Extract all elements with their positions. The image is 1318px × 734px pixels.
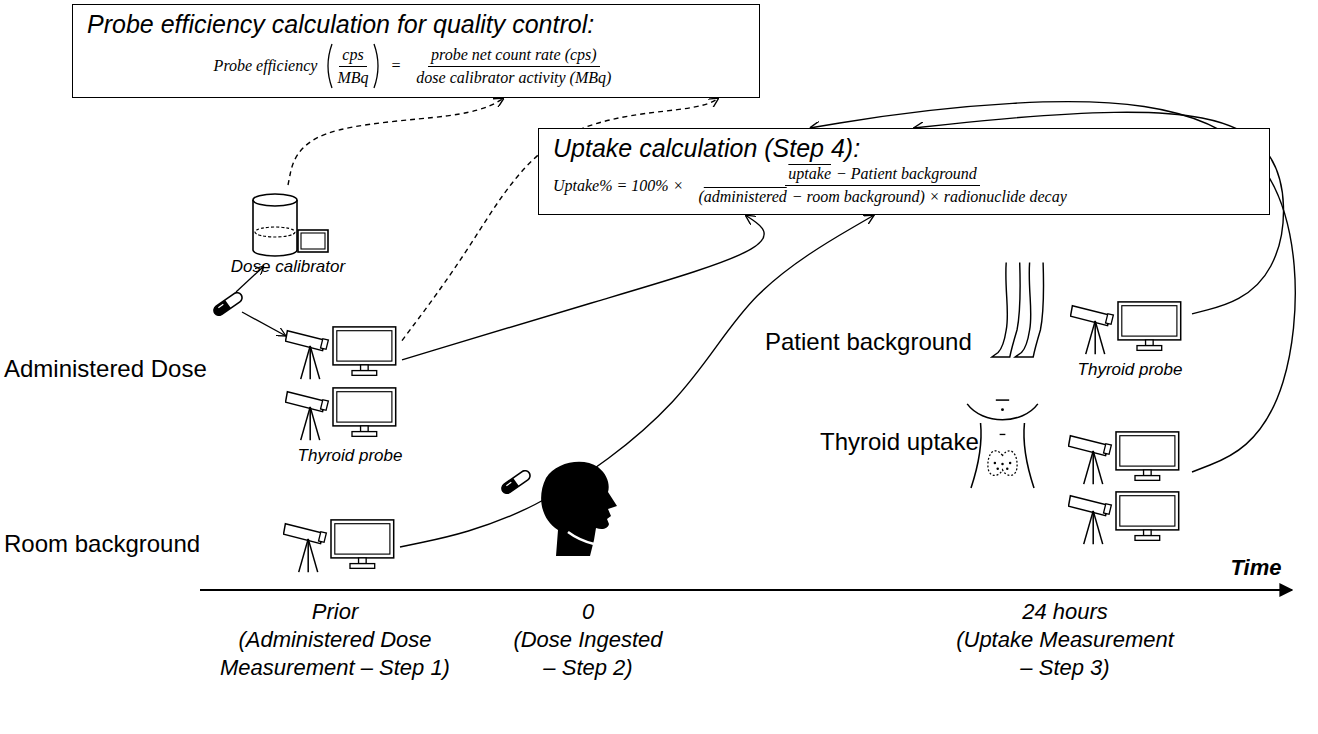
formula-term: − room background) × radionuclide decay — [792, 188, 1067, 206]
formula-term: dose calibrator activity (MBq) — [416, 69, 611, 87]
probe-caption: Thyroid probe — [1068, 360, 1192, 380]
timepoint-label: 0 — [509, 598, 667, 626]
formula-box: Probe efficiency calculation for quality… — [72, 4, 760, 98]
dose-calibrator-icon — [253, 194, 328, 256]
thyroid-probe-icon — [1071, 302, 1181, 354]
connector-arrow — [400, 215, 874, 547]
figure-label: Room background — [4, 530, 200, 558]
formula-bracket — [374, 44, 378, 88]
thyroid-probe-icon — [1069, 492, 1179, 544]
figure-group: Room background — [4, 512, 400, 582]
time-axis — [200, 589, 1292, 591]
formula-term: administered — [704, 188, 787, 206]
pill-icon — [212, 291, 244, 318]
connector-arrow — [402, 215, 764, 360]
probe-caption: Thyroid probe — [290, 446, 410, 466]
dashed-connector — [288, 98, 504, 185]
head-icon — [541, 462, 617, 556]
figure-label: Administered Dose — [4, 355, 207, 383]
figure-group: Thyroid uptake — [820, 392, 1192, 552]
thyroid-probe-icon — [1069, 432, 1179, 484]
formula-unit: cps — [342, 46, 363, 64]
thyroid-probe-icon — [284, 520, 394, 572]
figure-label: Dose calibrator — [231, 257, 345, 277]
formula-bracket — [328, 44, 332, 88]
timepoint-label: 24 hours — [951, 598, 1179, 626]
formula-operator: = — [391, 57, 402, 75]
formula-unit: MBq — [337, 69, 368, 87]
legs-icon — [992, 263, 1044, 358]
pill-icon — [500, 469, 532, 496]
formula-term: Uptake% = 100% × — [553, 177, 683, 195]
box-title: Probe efficiency calculation for quality… — [87, 10, 594, 39]
formula-term: uptake — [788, 165, 831, 183]
thyroid-probe-icon — [286, 327, 396, 379]
formula-bracket — [373, 43, 382, 89]
formula-box: Uptake calculation (Step 4): Uptake% = 10… — [538, 128, 1270, 215]
formula-bracket — [324, 43, 333, 89]
formula-term: − Patient background — [836, 165, 977, 183]
timepoint-label: Prior — [215, 598, 455, 626]
axis-label: Time — [1226, 555, 1286, 581]
figure-label: Patient background — [765, 328, 972, 356]
thyroid-probe-icon — [286, 388, 396, 440]
formula-term: Probe efficiency — [214, 57, 318, 75]
timepoint-note: (Administered Dose Measurement – Step 1) — [215, 626, 455, 682]
box-title: Uptake calculation (Step 4): — [553, 134, 860, 163]
formula-term: probe net count rate (cps) — [431, 46, 597, 64]
pill-arrow — [242, 312, 286, 336]
formula-term: ( — [698, 188, 703, 206]
timepoint-note: (Dose Ingested – Step 2) — [509, 626, 667, 682]
figure-group: Administered Dose — [4, 315, 402, 443]
figure-group: Dose calibrator — [226, 185, 350, 280]
timepoint-note: (Uptake Measurement – Step 3) — [951, 626, 1179, 682]
figure-label: Thyroid uptake — [820, 428, 979, 456]
